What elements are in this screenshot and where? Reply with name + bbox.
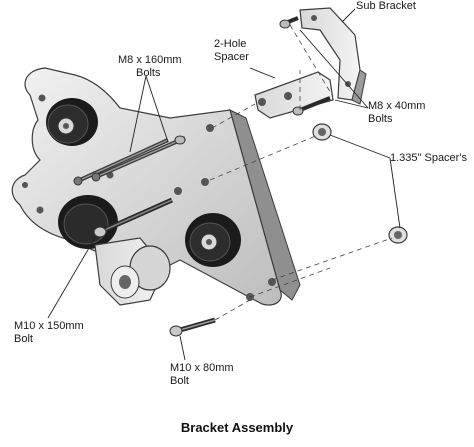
plate-hole — [22, 182, 28, 188]
m10x80-bolt — [169, 317, 216, 337]
middle-pulley — [58, 195, 118, 249]
label-sub-bracket: Sub Bracket — [356, 0, 416, 12]
label-m10x80-line2: Bolt — [170, 375, 189, 387]
dash-line — [214, 299, 251, 321]
label-m10x150-line1: M10 x 150mm — [14, 320, 84, 332]
leader-m8x160 — [145, 75, 169, 143]
leader-m8x40 — [334, 99, 369, 109]
label-m10x80-line1: M10 x 80mm — [170, 362, 234, 374]
upper-idler-pulley — [46, 98, 98, 146]
dash-line — [209, 134, 319, 181]
plate-hole — [36, 206, 44, 214]
leader-spacers — [389, 157, 401, 229]
m10x150-bolt — [93, 197, 174, 238]
leader-m10x150 — [47, 235, 97, 319]
tensioner-arm — [94, 237, 171, 306]
lower-idler-pulley — [185, 213, 241, 267]
dash-line — [289, 24, 333, 96]
label-m8x160-line2: Bolts — [136, 67, 161, 79]
leader-m10x80 — [179, 335, 186, 361]
leader-lines — [47, 8, 401, 361]
leader-m8x40 — [299, 29, 369, 109]
leader-m8x160 — [129, 75, 147, 153]
plate-hole — [268, 278, 276, 286]
spacers — [312, 123, 408, 244]
plate-hole — [174, 187, 182, 195]
label-two-hole-spacer-line1: 2-Hole — [214, 38, 247, 50]
label-spacers: 1.335" Spacer's — [390, 152, 467, 164]
label-m8x160-line1: M8 x 160mm — [118, 54, 182, 66]
plate-hole — [206, 124, 214, 132]
leader-sub-bracket — [341, 8, 356, 23]
plate-hole — [38, 94, 46, 102]
label-two-hole-spacer-line2: Spacer — [214, 51, 249, 63]
label-m8x40-line1: M8 x 40mm — [368, 100, 426, 112]
label-m10x150-line2: Bolt — [14, 333, 33, 345]
sub-bracket — [299, 7, 367, 105]
label-m8x40-line2: Bolts — [368, 113, 393, 125]
figure-caption: Bracket Assembly — [180, 420, 294, 435]
alignment-lines — [209, 24, 393, 321]
leader-spacers — [329, 134, 391, 159]
m8x160-bolts — [73, 135, 186, 186]
leader-two-hole-spacer — [249, 67, 276, 79]
dash-line — [271, 237, 393, 281]
plate-hole — [201, 178, 209, 186]
m8x40-bolts — [279, 16, 331, 116]
